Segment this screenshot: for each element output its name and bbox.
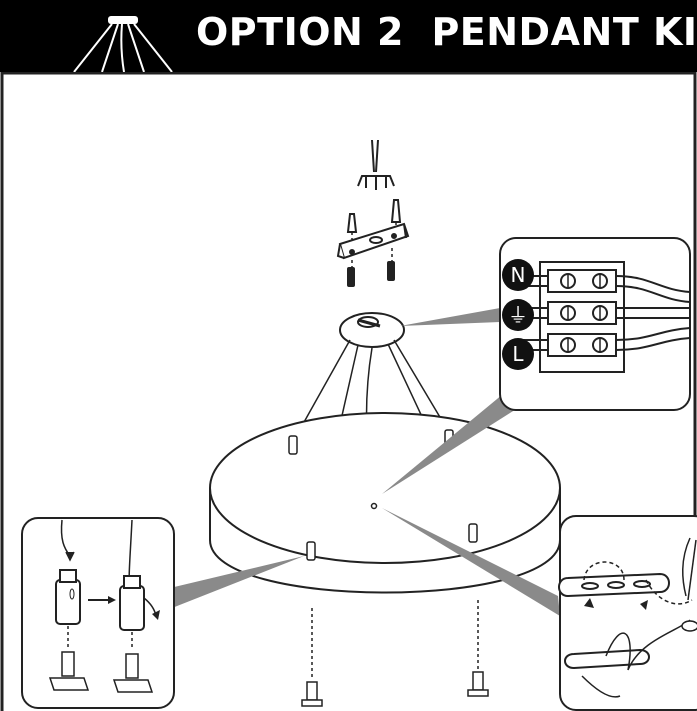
callout-to-terminal: [382, 380, 540, 494]
earth-label: ⏚: [508, 303, 528, 327]
mounting-bracket: [336, 222, 410, 260]
lamp-shade: [209, 412, 561, 594]
cable-entry-hole: [370, 502, 378, 510]
terminal-wires: [518, 275, 691, 351]
callout-to-gripper: [170, 556, 304, 608]
diagram-area: N ⏚ L: [0, 72, 697, 711]
live-badge: [502, 338, 534, 370]
page-title: OPTION 2 PENDANT KIT: [196, 10, 697, 54]
terminal-block-panel: N ⏚ L: [499, 237, 691, 411]
diagram-border: [0, 72, 697, 711]
live-label: L: [512, 342, 524, 366]
neutral-badge: [502, 259, 534, 291]
gripper-detail-panel: [21, 517, 175, 709]
bottom-bolts: [301, 671, 489, 707]
ceiling-canopy: [339, 312, 405, 348]
header-bar: OPTION 2 PENDANT KIT: [0, 0, 697, 72]
mounting-screws-top: [346, 199, 402, 233]
wire-loop-detail-panel: [558, 515, 697, 711]
callout-to-wire-loop: [382, 508, 560, 616]
earth-badge: [502, 299, 534, 331]
ceiling-wire-hook: [357, 139, 395, 190]
callout-terminal: [400, 308, 500, 326]
pendant-lamp-icon: [73, 16, 173, 72]
mounting-screws-bottom: [347, 261, 395, 287]
neutral-label: N: [511, 263, 526, 287]
